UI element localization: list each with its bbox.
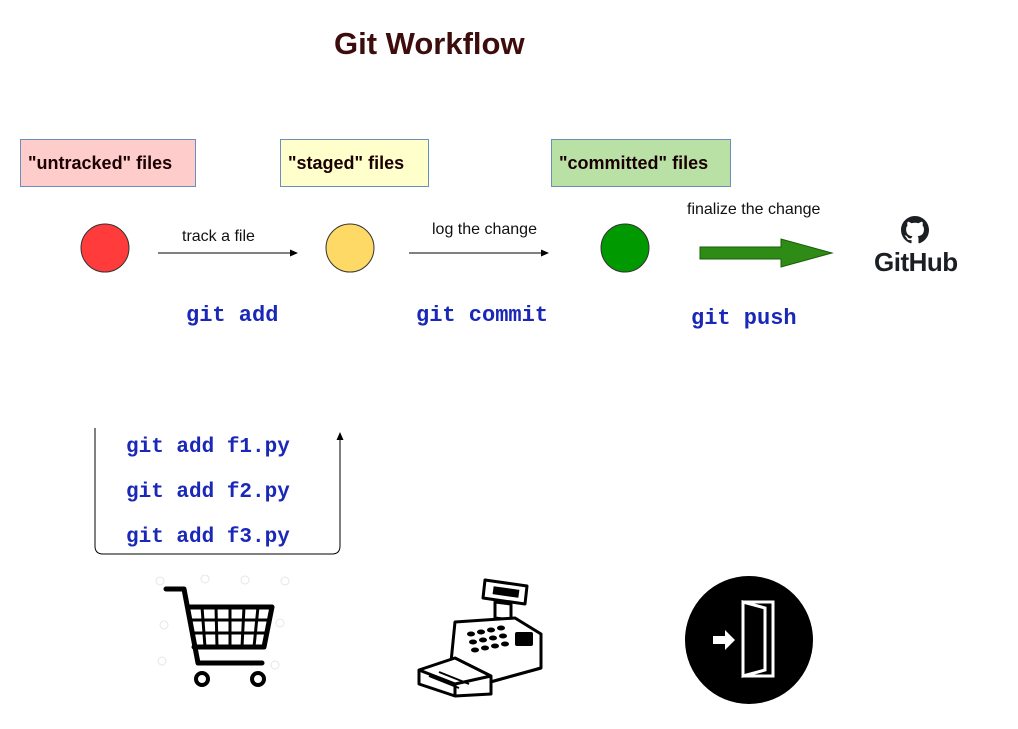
add-sequence-line-2: git add f2.py	[126, 481, 290, 504]
shopping-cart-icon	[155, 575, 290, 687]
github-logo: GitHub	[872, 216, 962, 277]
state-box-staged: "staged" files	[280, 139, 429, 187]
add-sequence-line-1: git add f1.py	[126, 436, 290, 459]
edge-label-track: track a file	[182, 228, 255, 245]
state-label-committed: "committed" files	[559, 152, 709, 173]
add-sequence-line-3: git add f3.py	[126, 526, 290, 549]
state-label-staged: "staged" files	[288, 152, 405, 173]
committed-dot	[600, 223, 650, 273]
add-sequence-loop	[94, 428, 344, 555]
push-arrow	[699, 238, 834, 268]
exit-door-icon	[685, 576, 813, 704]
github-wordmark: GitHub	[874, 247, 958, 277]
edge-label-push: finalize the change	[687, 201, 821, 218]
untracked-dot	[80, 223, 130, 273]
github-octocat-icon	[901, 216, 929, 244]
edge-label-commit: log the change	[432, 221, 537, 238]
state-label-untracked: "untracked" files	[28, 152, 173, 173]
diagram-title: Git Workflow	[334, 26, 525, 61]
cash-register-icon	[417, 578, 543, 698]
command-git-commit: git commit	[416, 303, 549, 328]
state-box-committed: "committed" files	[551, 139, 731, 187]
command-git-push: git push	[691, 306, 797, 331]
command-git-add: git add	[186, 303, 279, 328]
state-box-untracked: "untracked" files	[20, 139, 196, 187]
staged-dot	[325, 223, 375, 273]
